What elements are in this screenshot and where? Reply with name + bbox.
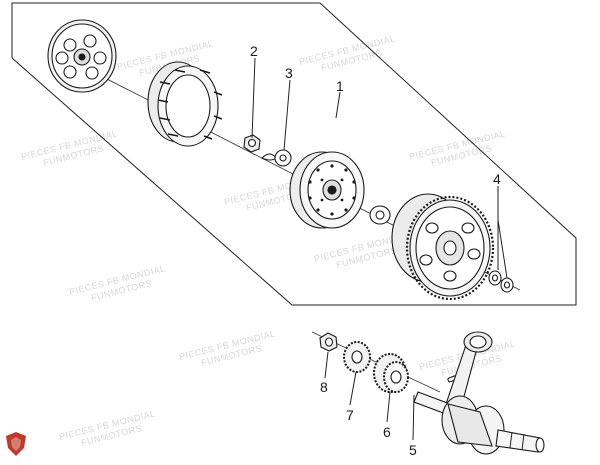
callout-4: 4 xyxy=(493,171,501,187)
bushing-pair xyxy=(488,270,514,293)
callout-labels: 1 2 3 4 5 6 7 8 xyxy=(250,43,501,458)
clutch-pressure-plate xyxy=(47,19,117,93)
clutch-outer-basket xyxy=(391,193,495,301)
callout-2: 2 xyxy=(250,43,258,59)
callout-1: 1 xyxy=(336,78,344,94)
lock-washer xyxy=(261,149,292,167)
assembly-frame xyxy=(11,2,577,306)
leader-lines xyxy=(251,57,508,441)
crank-nut xyxy=(319,332,338,352)
nut xyxy=(243,134,261,153)
callout-6: 6 xyxy=(383,424,391,440)
primary-drive-gear xyxy=(373,353,409,393)
crankshaft-assembly xyxy=(413,331,545,455)
shield-logo-icon xyxy=(6,432,26,456)
callout-8: 8 xyxy=(320,379,328,395)
callout-3: 3 xyxy=(285,65,293,81)
callout-5: 5 xyxy=(409,442,417,458)
thrust-washer xyxy=(369,205,391,225)
clutch-center-hub xyxy=(289,151,365,229)
callout-7: 7 xyxy=(346,407,354,423)
small-gear xyxy=(343,341,371,373)
clutch-plate-stack xyxy=(147,61,223,147)
